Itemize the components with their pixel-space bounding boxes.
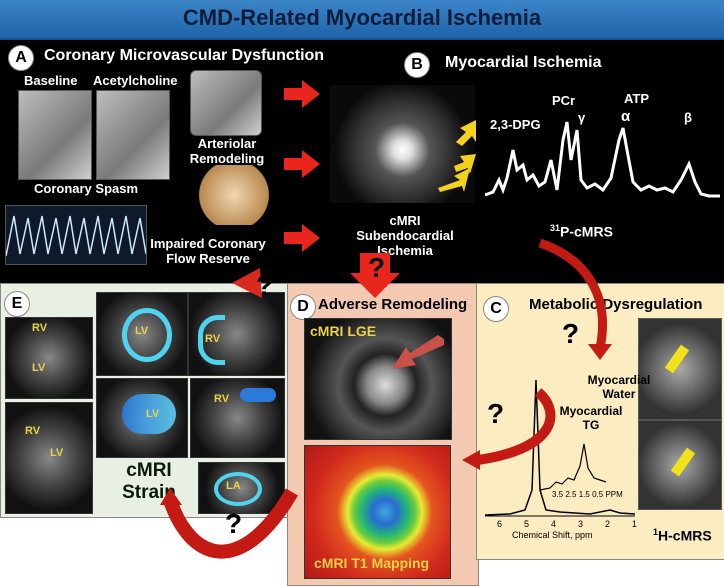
h1-cmrs-label: 1H-cMRS bbox=[653, 527, 712, 544]
figure-title: CMD-Related Myocardial Ischemia bbox=[182, 5, 542, 30]
la-strain-ring bbox=[214, 472, 262, 506]
chemical-shift-label: Chemical Shift, ppm bbox=[512, 530, 593, 540]
lv-strain-ring bbox=[122, 308, 172, 362]
label-rv-2: RV bbox=[25, 425, 41, 437]
label-rv-3: RV bbox=[205, 333, 221, 345]
peak-label-alpha: α bbox=[621, 108, 631, 125]
badge-a: A bbox=[8, 45, 34, 71]
curve-arrow-c bbox=[538, 238, 607, 349]
lge-label: cMRI LGE bbox=[310, 323, 377, 339]
question-mark-de: ? bbox=[225, 508, 243, 539]
doppler-trace bbox=[5, 205, 147, 265]
peak-label-dpg: 2,3-DPG bbox=[490, 117, 541, 132]
lge-image bbox=[304, 318, 452, 440]
badge-c: C bbox=[483, 296, 509, 322]
arteriole-micrograph bbox=[190, 70, 262, 136]
yellow-arrows bbox=[438, 120, 476, 192]
arrow-head-icon bbox=[160, 488, 182, 505]
curve-arrow-d bbox=[477, 388, 556, 465]
badge-b: B bbox=[404, 52, 430, 78]
doppler-waveform bbox=[5, 215, 147, 257]
cmri-perfusion-image bbox=[330, 85, 475, 203]
angiogram-acetylcholine bbox=[96, 90, 170, 180]
label-rv-4: RV bbox=[214, 393, 230, 405]
acetylcholine-label: Acetylcholine bbox=[93, 73, 178, 88]
rv-long-axis-strain bbox=[240, 388, 276, 402]
inset-axis-ticks: 3.5 2.5 1.5 0.5 PPM bbox=[552, 490, 623, 499]
question-mark-d: ? bbox=[368, 252, 386, 283]
label-lv-4: LV bbox=[146, 408, 160, 420]
peak-label-gamma: γ bbox=[578, 110, 586, 125]
red-arrows-top bbox=[284, 80, 320, 252]
peak-label-beta: β bbox=[684, 110, 692, 125]
label-la: LA bbox=[226, 480, 241, 492]
curve-arrow-e bbox=[163, 488, 299, 559]
arrow-down-to-d-icon bbox=[350, 253, 400, 298]
label-lv-3: LV bbox=[135, 325, 149, 337]
peak-label-atp: ATP bbox=[624, 91, 650, 106]
tagged-mri-short-axis bbox=[5, 317, 93, 399]
coronary-spasm-label: Coronary Spasm bbox=[34, 181, 139, 196]
label-lv-2: LV bbox=[50, 447, 64, 459]
panel-c-heading: Metabolic Dysregulation bbox=[529, 296, 703, 313]
p31-spectrum bbox=[485, 121, 720, 198]
arrow-head-icon bbox=[462, 450, 480, 470]
question-mark-e: ? bbox=[256, 270, 274, 301]
lv-long-axis-strain bbox=[122, 394, 176, 434]
coronary-tree-image bbox=[195, 165, 273, 225]
badge-d: D bbox=[290, 294, 316, 320]
arrow-right-icon bbox=[284, 150, 320, 178]
arrow-right-icon bbox=[284, 224, 320, 252]
peak-label-pcr: PCr bbox=[552, 93, 576, 108]
angiogram-baseline bbox=[18, 90, 92, 180]
cardiac-localizer-1 bbox=[638, 318, 722, 420]
label-lv-1: LV bbox=[32, 362, 46, 374]
panel-b-heading: Myocardial Ischemia bbox=[445, 54, 602, 71]
tagged-mri-long-axis bbox=[5, 402, 93, 514]
badge-e: E bbox=[4, 291, 30, 317]
label-rv-1: RV bbox=[32, 322, 48, 334]
panel-a-heading: Coronary Microvascular Dysfunction bbox=[44, 47, 325, 64]
rv-strain-arc bbox=[198, 315, 225, 365]
arrow-to-e-icon bbox=[232, 268, 262, 298]
arrow-right-icon bbox=[284, 80, 320, 108]
t1-map-image bbox=[304, 445, 451, 579]
lge-arrow-icon bbox=[392, 335, 444, 369]
panel-d-heading: Adverse Remodeling bbox=[318, 296, 468, 313]
title-bar bbox=[0, 0, 724, 40]
question-mark-cd: ? bbox=[487, 398, 505, 429]
p31-cmrs-label: 31P-cMRS bbox=[550, 223, 613, 240]
baseline-label: Baseline bbox=[24, 73, 78, 88]
h1-spectrum bbox=[484, 379, 636, 517]
t1-mapping-label: cMRI T1 Mapping bbox=[314, 555, 430, 571]
arrow-head-icon bbox=[588, 344, 612, 360]
question-mark-c: ? bbox=[562, 318, 580, 349]
